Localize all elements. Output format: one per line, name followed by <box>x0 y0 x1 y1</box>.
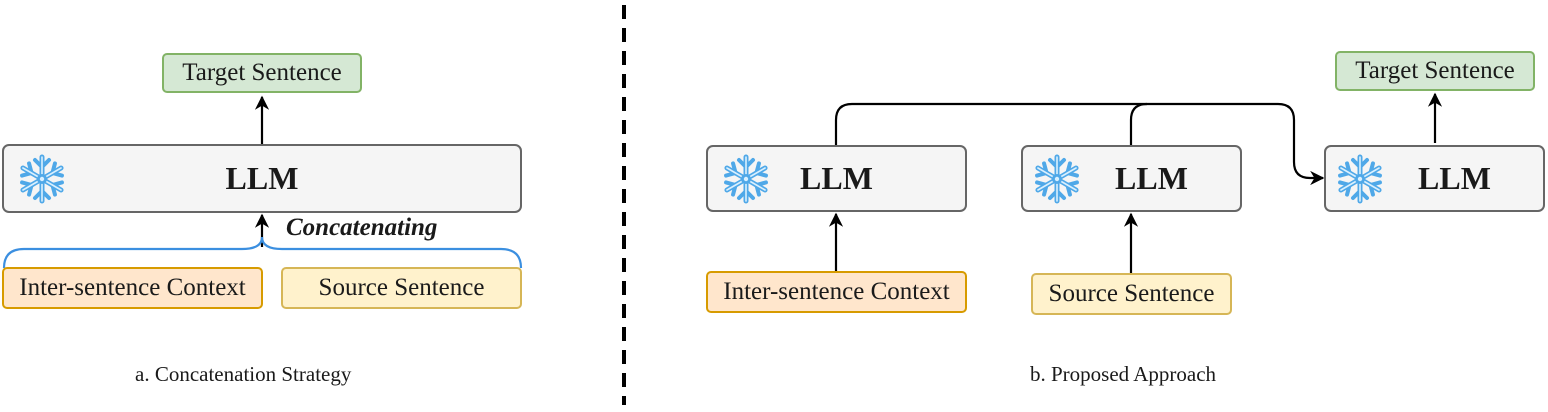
right-llm1-box: LLM <box>706 145 967 212</box>
left-target-sentence-box: Target Sentence <box>162 53 362 93</box>
left-caption: a. Concatenation Strategy <box>135 362 352 386</box>
right-target-label: Target Sentence <box>1355 57 1515 84</box>
left-source-label: Source Sentence <box>318 274 485 301</box>
snowflake-icon <box>1031 153 1083 205</box>
left-context-box: Inter-sentence Context <box>2 267 263 309</box>
right-arrow-merge-to-llm3 <box>834 102 1325 186</box>
right-source-box: Source Sentence <box>1031 273 1232 315</box>
right-target-sentence-box: Target Sentence <box>1335 51 1535 91</box>
left-llm-label: LLM <box>225 160 299 196</box>
right-llm2-label: LLM <box>1115 160 1188 196</box>
left-context-label: Inter-sentence Context <box>19 274 246 301</box>
right-source-label: Source Sentence <box>1048 280 1215 307</box>
left-source-box: Source Sentence <box>281 267 522 309</box>
right-line-llm2-join <box>1129 102 1148 145</box>
right-context-box: Inter-sentence Context <box>706 271 967 313</box>
left-target-label: Target Sentence <box>182 59 342 86</box>
right-context-label: Inter-sentence Context <box>723 278 950 305</box>
right-llm1-label: LLM <box>800 160 873 196</box>
snowflake-icon <box>720 153 772 205</box>
concatenating-label: Concatenating <box>286 214 438 241</box>
left-llm-box: LLM <box>2 144 522 213</box>
right-caption: b. Proposed Approach <box>1030 362 1217 386</box>
right-llm2-box: LLM <box>1021 145 1242 212</box>
snowflake-icon <box>16 153 68 205</box>
right-llm3-box: LLM <box>1324 145 1545 212</box>
snowflake-icon <box>1334 153 1386 205</box>
right-llm3-label: LLM <box>1418 160 1491 196</box>
concat-brace <box>2 236 523 269</box>
